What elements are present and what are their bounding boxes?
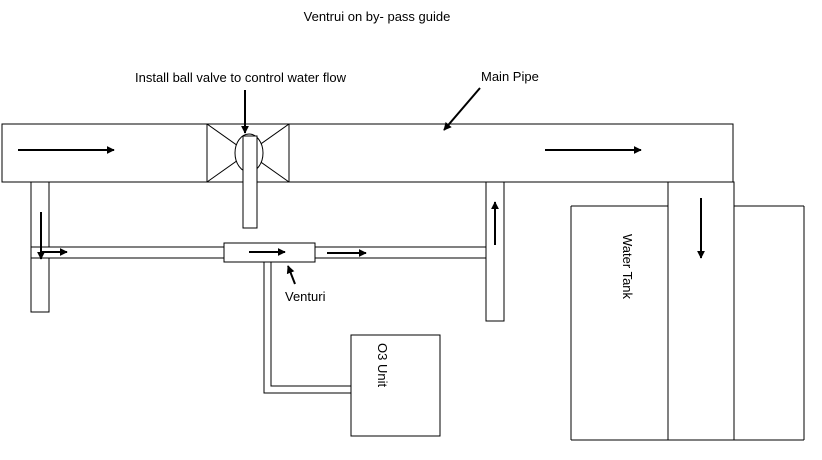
o3-unit <box>350 334 441 437</box>
venturi-label: Venturi <box>285 289 326 304</box>
ball-valve-label: Install ball valve to control water flow <box>135 70 347 85</box>
water-tank-label: Water Tank <box>620 234 635 300</box>
ozone-feed-line-outer <box>263 262 351 394</box>
main-pipe <box>1 123 734 183</box>
valve-stem <box>242 135 258 229</box>
callout-arrow-venturi <box>286 265 296 285</box>
ozone-feed-line-inner <box>270 262 351 387</box>
o3-unit-label: O3 Unit <box>375 343 390 387</box>
callout-arrow-main-pipe <box>443 87 481 131</box>
main-pipe-label: Main Pipe <box>481 69 539 84</box>
diagram-title: Ventrui on by- pass guide <box>304 9 451 24</box>
